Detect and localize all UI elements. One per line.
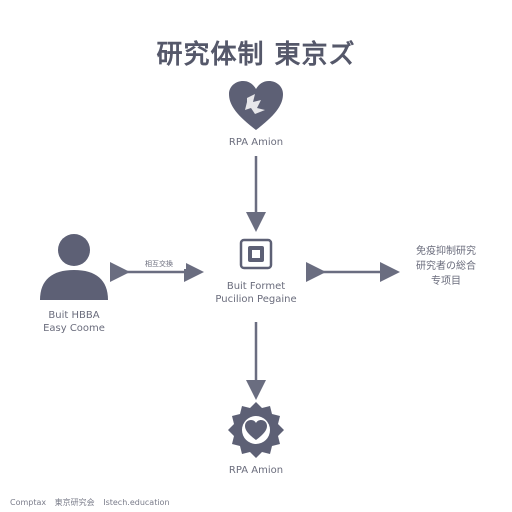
page-title: 研究体制 東京ズ: [156, 40, 356, 70]
node-label-bottom: RPA Amion: [228, 465, 284, 476]
footer: Comptax 東京研究会 Istech.education: [10, 497, 176, 508]
heart-puzzle-icon: [229, 81, 283, 130]
node-label-center: Buit Formet Pucilion Pegaine: [215, 281, 297, 305]
node-label-left: Buit HBBA Easy Coome: [43, 310, 105, 334]
document-chip-icon: [239, 238, 273, 270]
footer-left-text: Comptax: [10, 498, 47, 507]
footer-middle-text: 東京研究会: [54, 498, 95, 507]
node-label-right: 免疫抑制研究 研究者の総合 专项目: [416, 246, 476, 287]
person-icon: [40, 234, 108, 300]
edge-label-left-center: 相互交換: [132, 259, 186, 269]
node-label-top: RPA Amion: [228, 137, 284, 148]
gear-badge-icon: [228, 402, 284, 458]
footer-right-text: Istech.education: [103, 498, 170, 507]
